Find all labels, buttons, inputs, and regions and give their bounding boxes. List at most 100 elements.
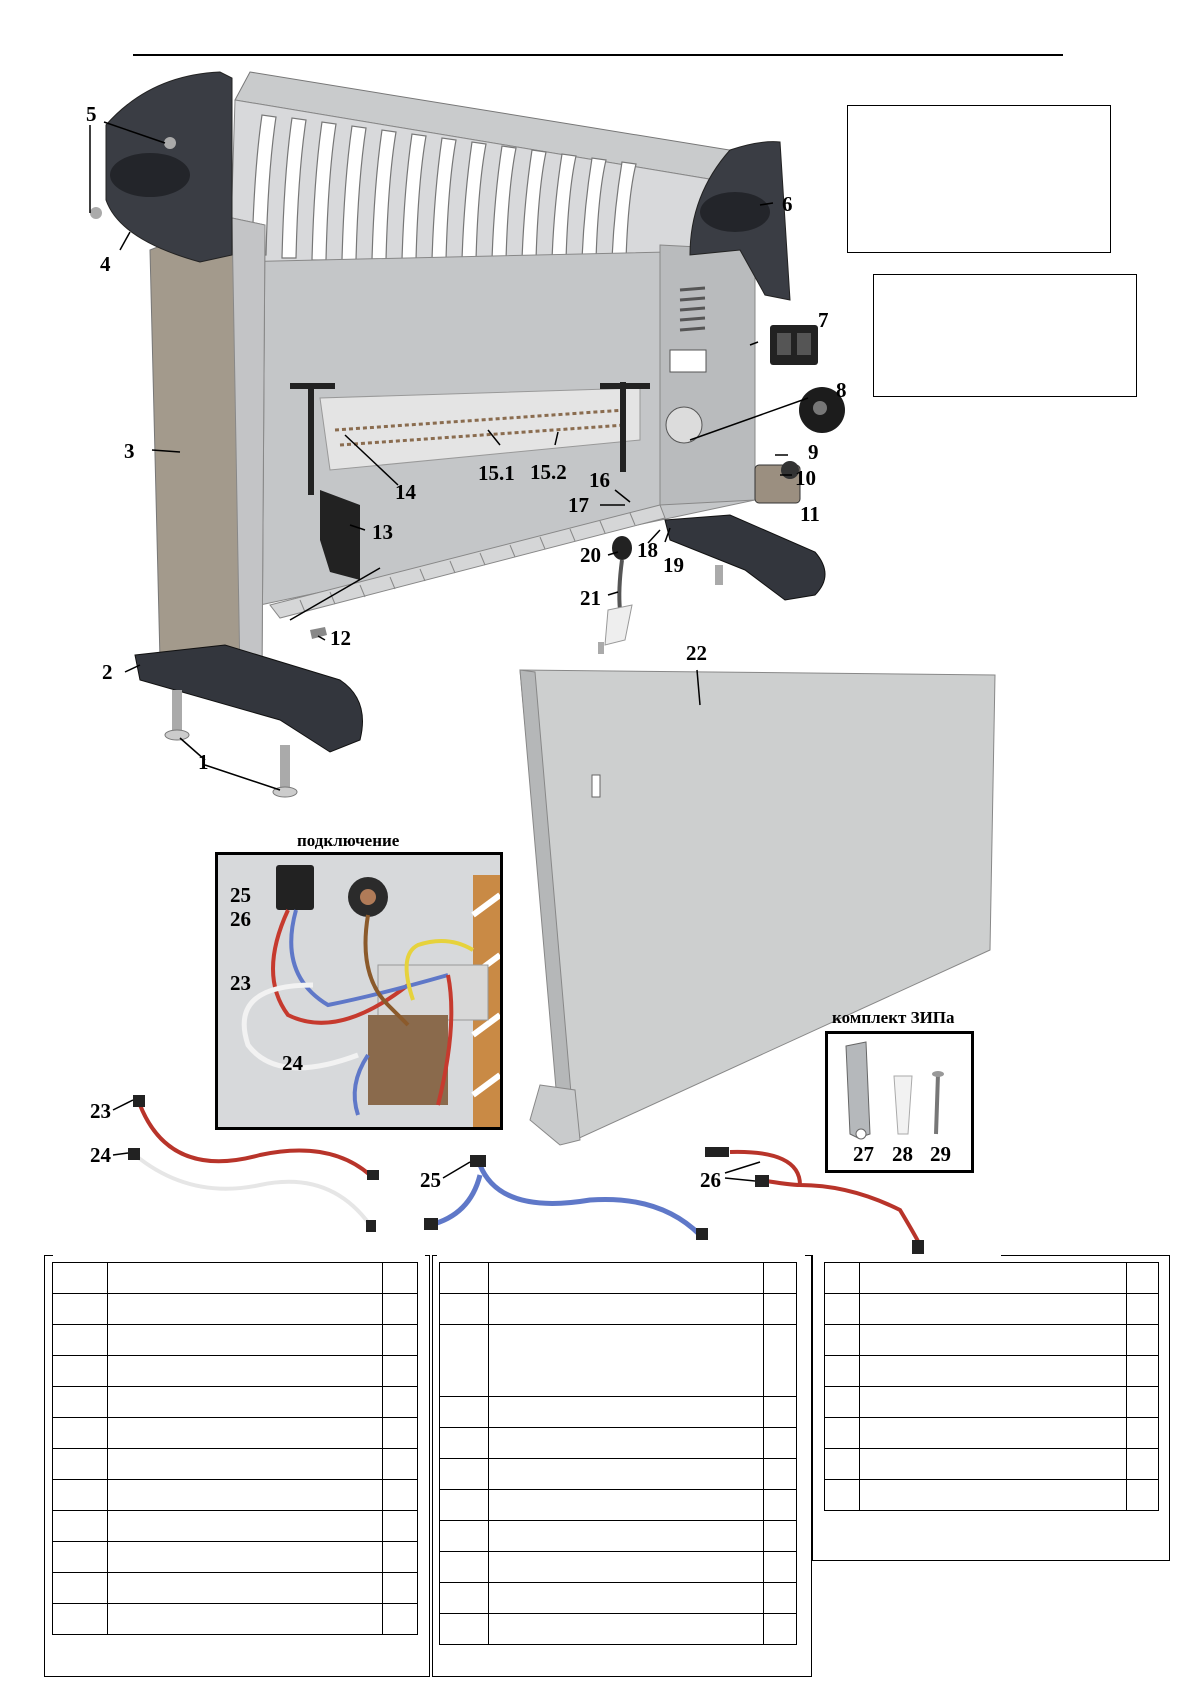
heating-elements xyxy=(319,387,641,471)
top-grille xyxy=(229,71,761,263)
table-cell xyxy=(52,1603,108,1635)
table-cell xyxy=(487,1262,765,1294)
callout-12: 12 xyxy=(330,626,351,650)
table-row xyxy=(52,1262,418,1294)
table-row xyxy=(439,1262,797,1294)
table-cell xyxy=(858,1293,1128,1325)
table-row xyxy=(824,1448,1159,1480)
left-foot xyxy=(134,644,363,753)
table-cell xyxy=(382,1572,418,1604)
callout-8: 8 xyxy=(836,378,847,402)
table-cell xyxy=(382,1386,418,1418)
callout-20: 20 xyxy=(580,543,601,567)
callout-6: 6 xyxy=(782,192,793,216)
table-row xyxy=(824,1417,1159,1449)
wiring-callout-25: 25 xyxy=(230,883,251,907)
table-row xyxy=(52,1479,418,1511)
callout-22: 22 xyxy=(686,641,707,665)
table-cell xyxy=(52,1262,108,1294)
callout-21: 21 xyxy=(580,586,601,610)
table-row xyxy=(439,1551,797,1583)
table-cell xyxy=(763,1458,797,1490)
table-cell xyxy=(487,1396,765,1428)
table-cell xyxy=(487,1520,765,1552)
table-cell xyxy=(382,1262,418,1294)
table-row xyxy=(439,1520,797,1552)
power-cord-part xyxy=(598,536,633,654)
table-cell xyxy=(858,1324,1128,1356)
table-cell xyxy=(52,1293,108,1325)
table-row xyxy=(52,1448,418,1480)
table-cell xyxy=(858,1448,1128,1480)
parts-table-2 xyxy=(439,1262,797,1645)
table-row xyxy=(52,1417,418,1449)
spare-callout-29: 29 xyxy=(930,1142,951,1166)
table-cell xyxy=(858,1417,1128,1449)
spare-kit-box: 27 28 29 xyxy=(825,1031,974,1173)
table-cell xyxy=(439,1324,489,1397)
side-vents xyxy=(679,286,706,332)
table-cell xyxy=(763,1582,797,1614)
table-cell xyxy=(1126,1293,1159,1325)
screw-part xyxy=(310,627,327,639)
table-row xyxy=(52,1293,418,1325)
table-cell xyxy=(439,1551,489,1583)
right-foot xyxy=(664,514,826,601)
table-row xyxy=(824,1293,1159,1325)
table-cell xyxy=(858,1262,1128,1294)
callout-11: 11 xyxy=(800,502,820,526)
thermostat-part xyxy=(754,461,801,504)
table-cell xyxy=(106,1293,384,1325)
table-cell xyxy=(1126,1262,1159,1294)
loose-callout-26: 26 xyxy=(700,1168,721,1192)
table-cell xyxy=(382,1417,418,1449)
table-cell xyxy=(824,1417,860,1449)
thermostat-hole xyxy=(665,406,703,444)
table-cell xyxy=(763,1324,797,1397)
table-cell xyxy=(52,1572,108,1604)
spare-callout-28: 28 xyxy=(892,1142,913,1166)
element-bracket xyxy=(290,382,650,580)
table-cell xyxy=(487,1427,765,1459)
callout-5: 5 xyxy=(86,102,97,126)
table-cell xyxy=(858,1479,1128,1511)
table-cell xyxy=(382,1541,418,1573)
table-cell xyxy=(1126,1417,1159,1449)
callout-16: 16 xyxy=(589,468,610,492)
table-cell xyxy=(106,1603,384,1635)
table-cell xyxy=(439,1489,489,1521)
table-row xyxy=(52,1603,418,1635)
table-cell xyxy=(824,1262,860,1294)
table-cell xyxy=(439,1427,489,1459)
callout-19: 19 xyxy=(663,553,684,577)
table-cell xyxy=(382,1510,418,1542)
table-cell xyxy=(439,1613,489,1645)
table-row xyxy=(824,1386,1159,1418)
rocker-switch-part xyxy=(770,325,818,365)
table-cell xyxy=(106,1262,384,1294)
table-cell xyxy=(106,1355,384,1387)
callout-2: 2 xyxy=(102,660,113,684)
table-row xyxy=(52,1541,418,1573)
table-cell xyxy=(824,1355,860,1387)
table-cell xyxy=(106,1386,384,1418)
header-rule xyxy=(133,54,1063,56)
wiring-callout-24: 24 xyxy=(282,1051,303,1075)
table-cell xyxy=(1126,1324,1159,1356)
table-row xyxy=(52,1386,418,1418)
wiring-callout-23: 23 xyxy=(230,971,251,995)
front-panel-part xyxy=(519,669,996,1146)
table-cell xyxy=(763,1489,797,1521)
table-row xyxy=(52,1324,418,1356)
table-cell xyxy=(763,1551,797,1583)
table-cell xyxy=(52,1355,108,1387)
table-cell xyxy=(763,1396,797,1428)
table-row xyxy=(52,1510,418,1542)
bottom-grille xyxy=(269,504,666,619)
callout-18: 18 xyxy=(637,538,658,562)
table-row xyxy=(52,1355,418,1387)
wiring-callout-26: 26 xyxy=(230,907,251,931)
table-cell xyxy=(382,1603,418,1635)
callout-3: 3 xyxy=(124,439,135,463)
loose-callout-24: 24 xyxy=(90,1143,111,1167)
